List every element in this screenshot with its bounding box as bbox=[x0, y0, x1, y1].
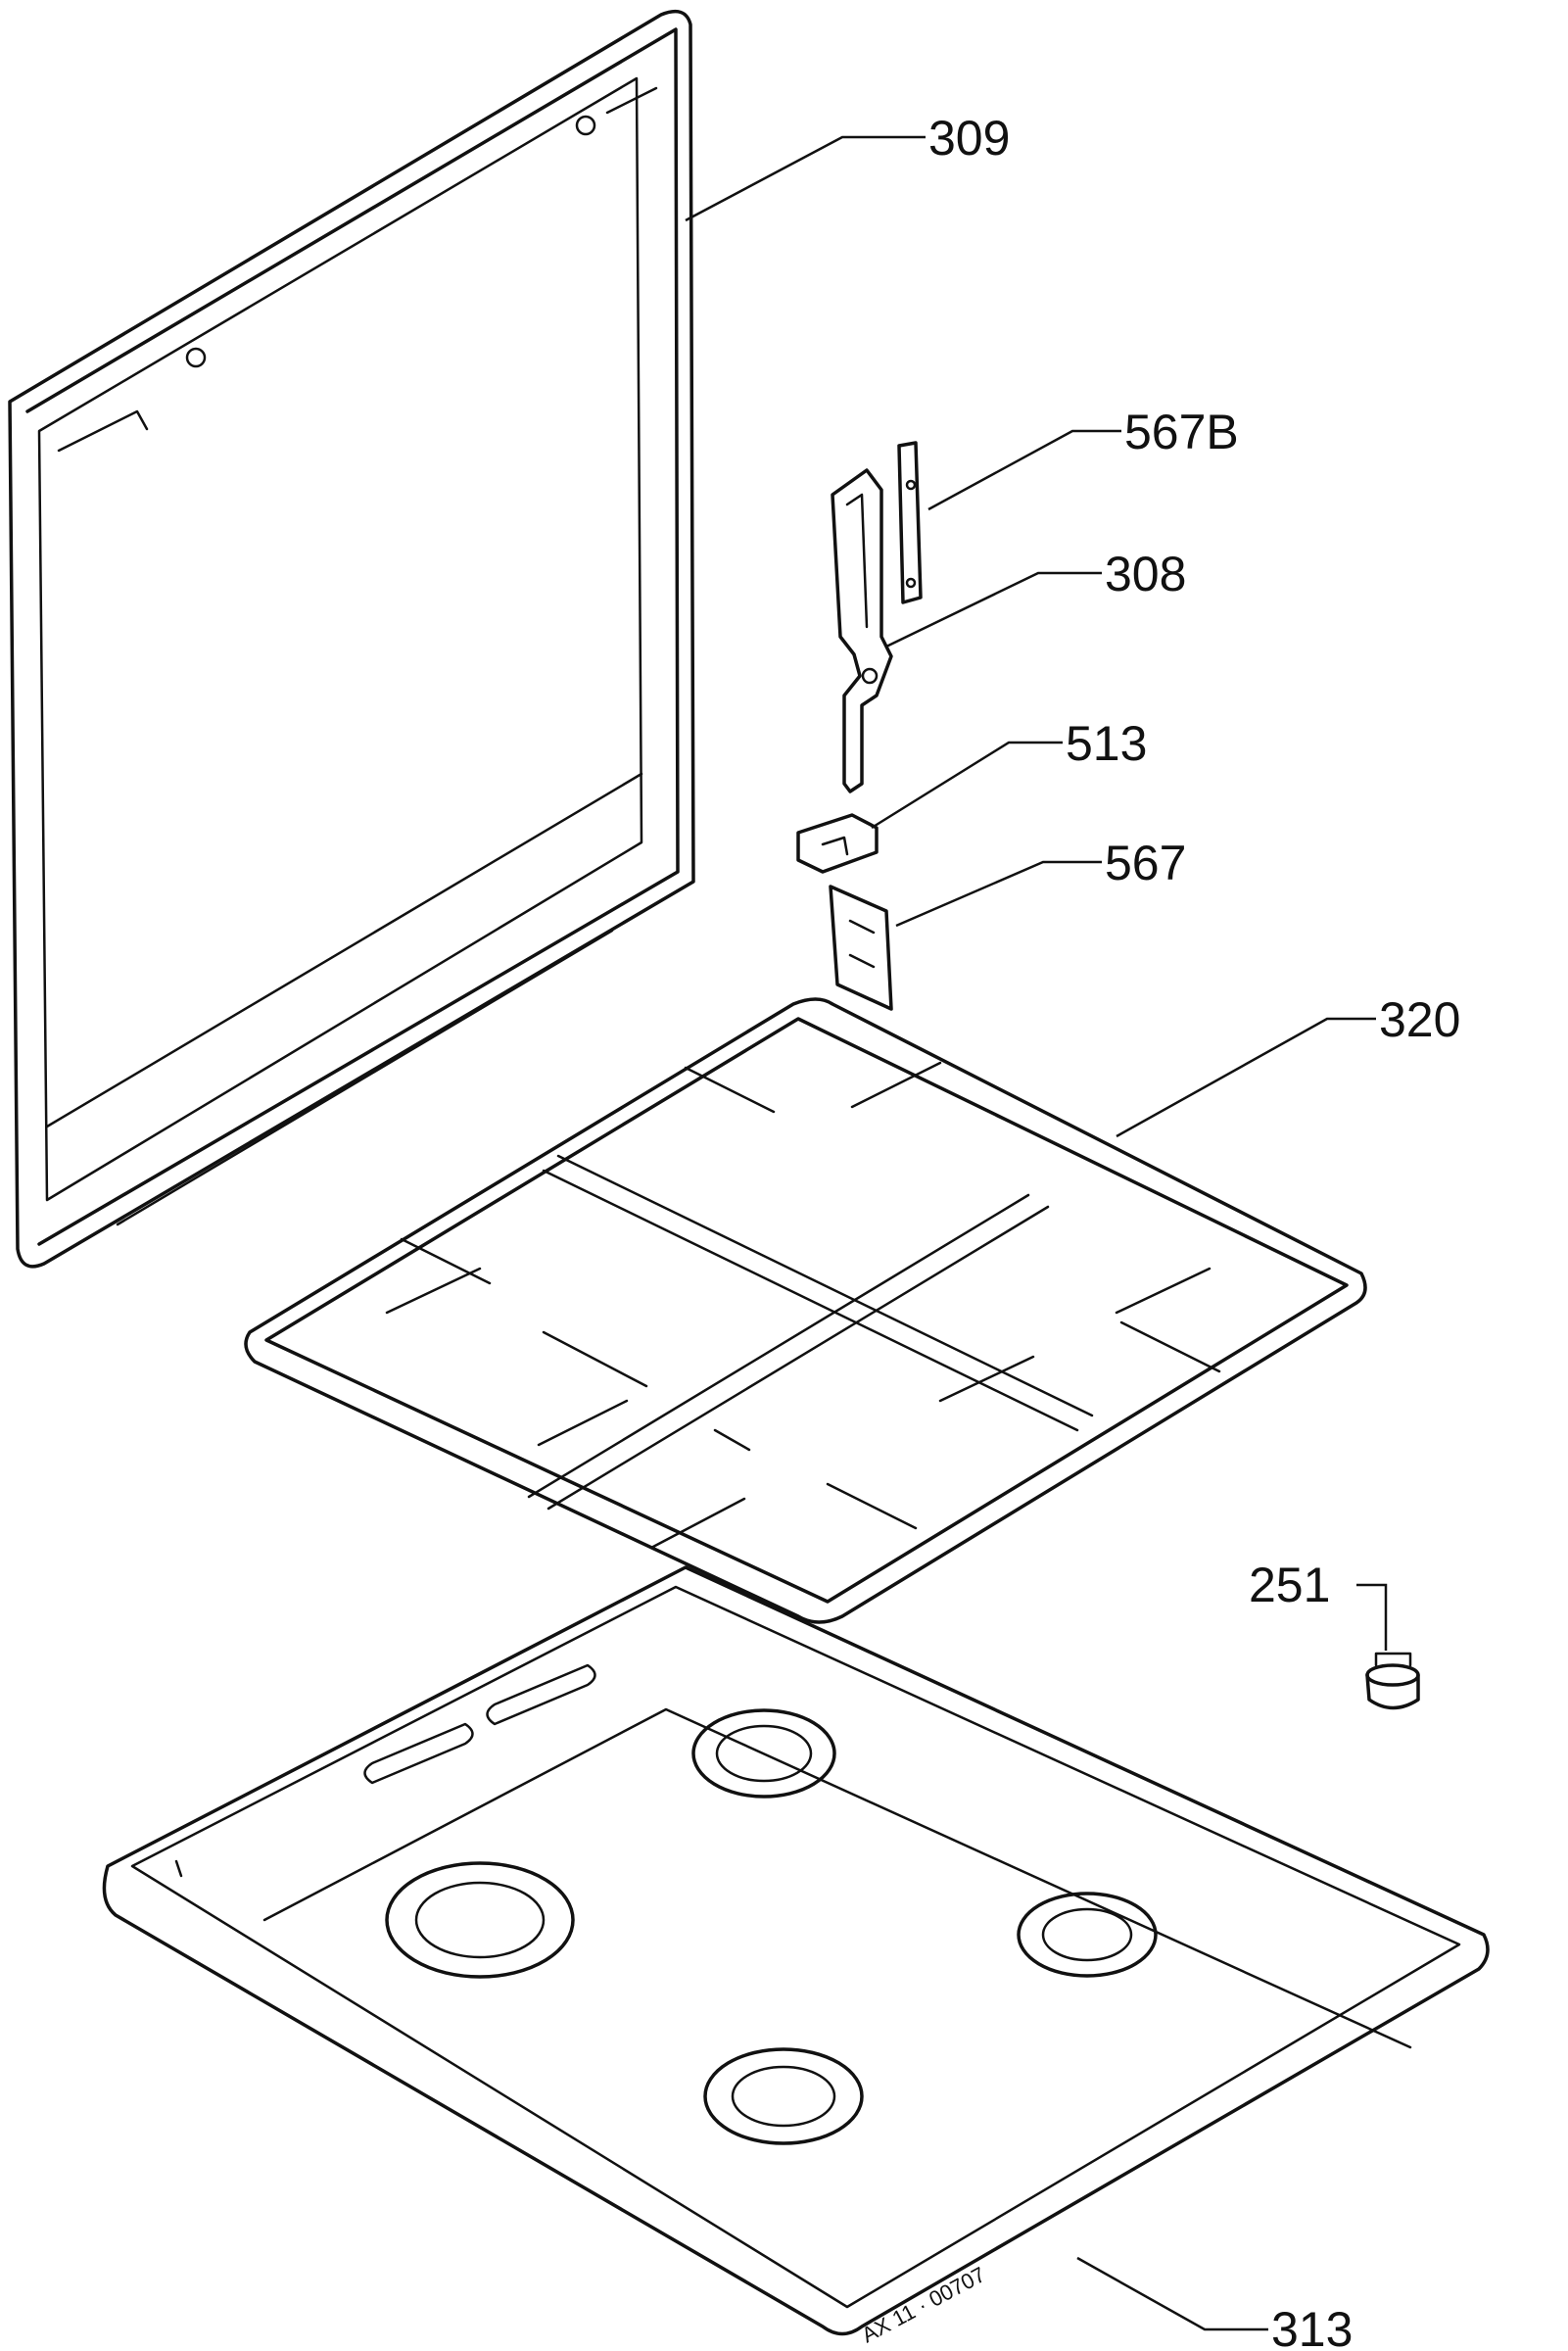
callout-label-320: 320 bbox=[1379, 992, 1460, 1047]
callout-labels: 309 567B 308 513 567 320 251 313 bbox=[928, 111, 1460, 2351]
hinge-plate-part-567 bbox=[829, 885, 893, 1011]
hinge-arm-part-308 bbox=[831, 468, 893, 793]
foot-part-251 bbox=[1365, 1652, 1420, 1710]
hob-top-part-313 bbox=[102, 1565, 1490, 2336]
callout-label-513: 513 bbox=[1066, 716, 1147, 771]
lid-part-309 bbox=[8, 9, 695, 1269]
pan-support-part-320 bbox=[244, 997, 1367, 1624]
callout-label-567: 567 bbox=[1105, 836, 1186, 890]
hinge-clip-part-513 bbox=[796, 813, 879, 874]
callout-label-308: 308 bbox=[1105, 547, 1186, 601]
callout-label-309: 309 bbox=[928, 111, 1010, 166]
callout-label-567b: 567B bbox=[1124, 405, 1239, 459]
drawing-reference-number: AX 11 · 00707 bbox=[858, 2262, 989, 2347]
callout-label-313: 313 bbox=[1271, 2302, 1353, 2351]
callout-label-251: 251 bbox=[1249, 1558, 1330, 1612]
lid-clip-cover-part-567b bbox=[897, 441, 923, 604]
leader-lines bbox=[685, 135, 1388, 2331]
